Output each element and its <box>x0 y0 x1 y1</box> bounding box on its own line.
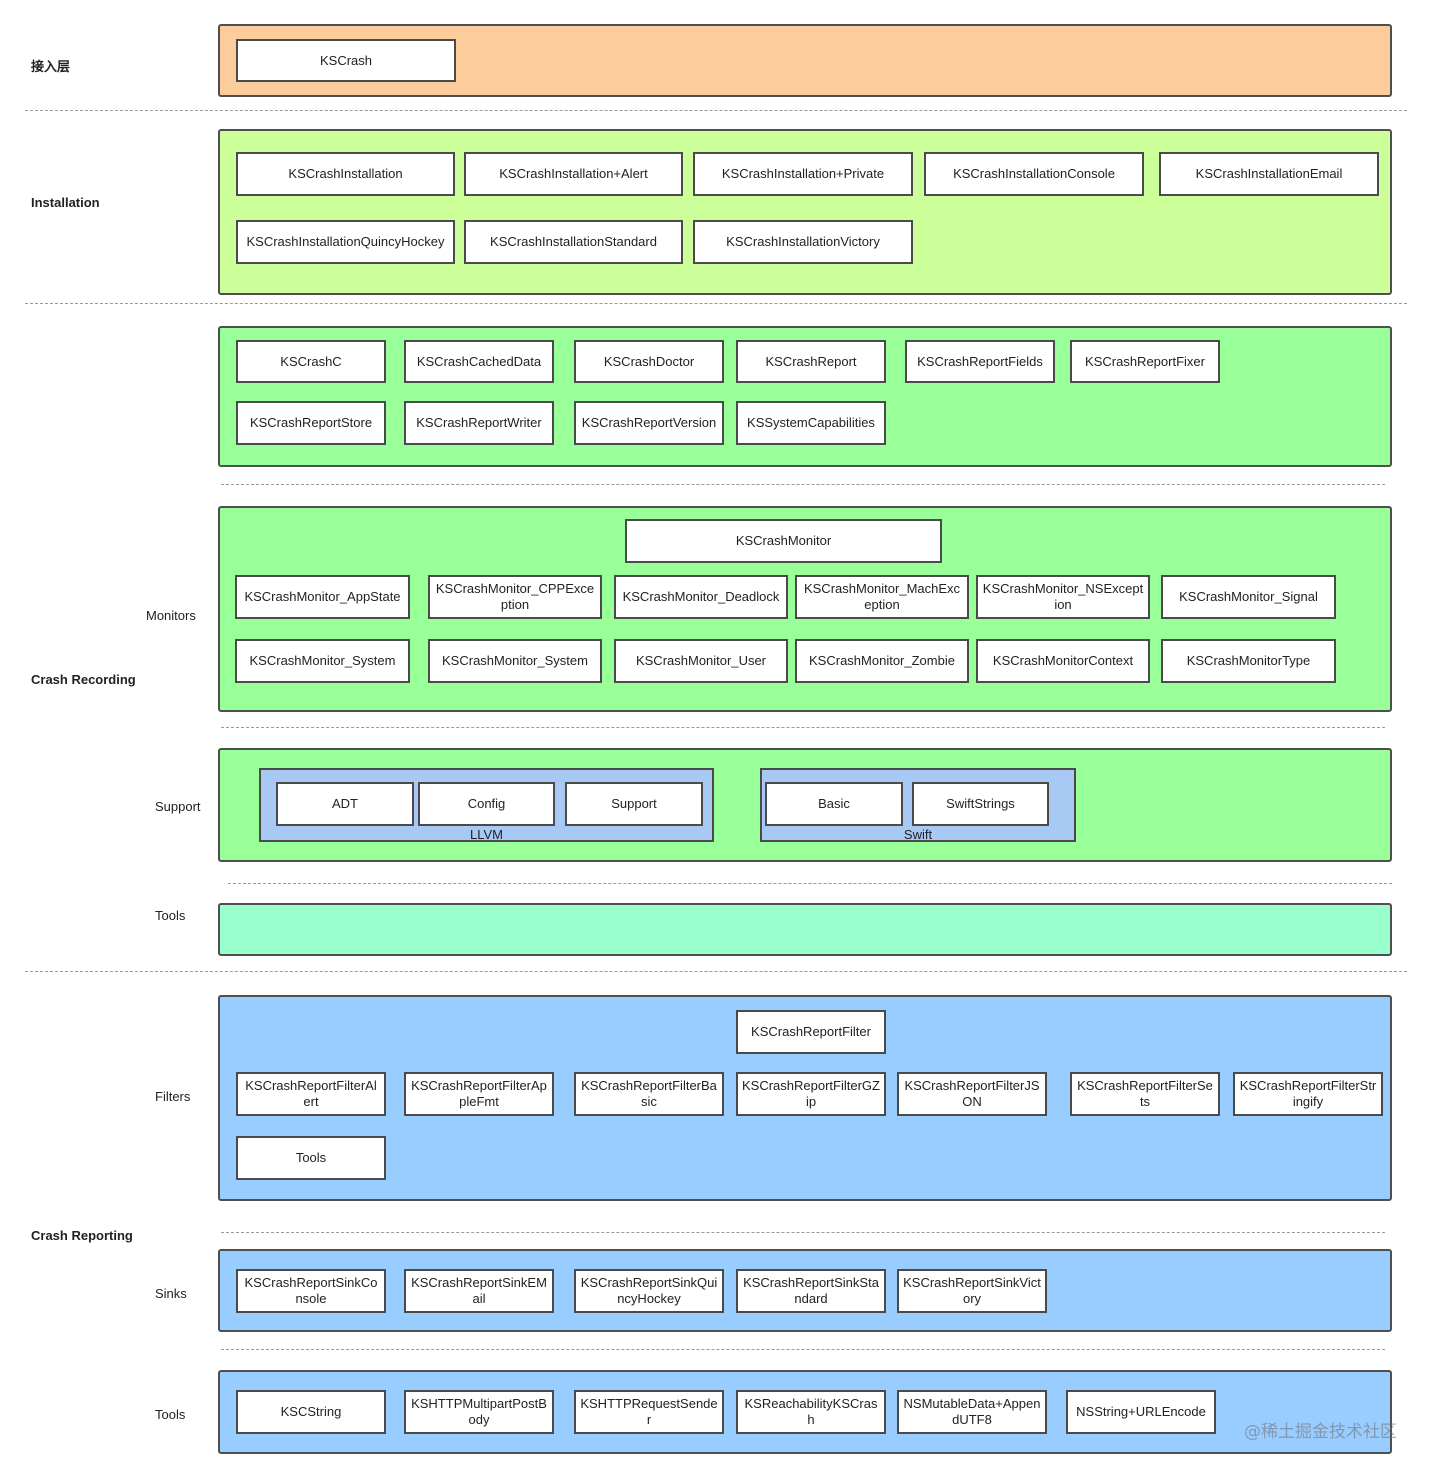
module-box: KSCrashReportVersion <box>574 401 724 445</box>
module-box: KSCrashInstallation+Private <box>693 152 913 196</box>
module-box: KSCrashInstallation+Alert <box>464 152 683 196</box>
module-box: KSCrashInstallation <box>236 152 455 196</box>
module-box: KSCrashReportFixer <box>1070 340 1220 383</box>
separator-line <box>221 727 1385 728</box>
module-box: NSString+URLEncode <box>1066 1390 1216 1434</box>
separator-line <box>25 303 1407 304</box>
module-box: KSHTTPRequestSender <box>574 1390 724 1434</box>
module-box: KSCrashMonitor_System <box>235 639 410 683</box>
separator-line <box>221 484 1385 485</box>
module-box: KSCrashMonitor_NSException <box>976 575 1150 619</box>
module-box: KSCrash <box>236 39 456 82</box>
layer-label-crash-recording: Crash Recording <box>31 672 136 687</box>
module-box: KSCrashReportFilterBasic <box>574 1072 724 1116</box>
module-box: KSCrashReportFilterSets <box>1070 1072 1220 1116</box>
module-box: KSReachabilityKSCrash <box>736 1390 886 1434</box>
module-box: KSHTTPMultipartPostBody <box>404 1390 554 1434</box>
module-box: NSMutableData+AppendUTF8 <box>897 1390 1047 1434</box>
module-box: KSSystemCapabilities <box>736 401 886 445</box>
module-box: KSCrashMonitor_Zombie <box>795 639 969 683</box>
module-box: KSCrashReportWriter <box>404 401 554 445</box>
module-box: KSCrashReportSinkStandard <box>736 1269 886 1313</box>
module-box: ADT <box>276 782 414 826</box>
sublayer-label-sinks: Sinks <box>155 1286 187 1301</box>
layer-label-access: 接入层 <box>31 59 71 74</box>
recording-tools-panel <box>218 903 1392 956</box>
module-box: SwiftStrings <box>912 782 1049 826</box>
llvm-group-title: LLVM <box>470 827 503 842</box>
module-box: KSCrashInstallationQuincyHockey <box>236 220 455 264</box>
module-box-main: KSCrashReportFilter <box>736 1010 886 1054</box>
sublayer-label-reporting-tools: Tools <box>155 1407 186 1422</box>
module-box: KSCrashReportFields <box>905 340 1055 383</box>
module-box: KSCrashMonitor_Signal <box>1161 575 1336 619</box>
module-box: KSCrashReportFilterAlert <box>236 1072 386 1116</box>
sublayer-label-monitors: Monitors <box>146 608 196 623</box>
layer-label-installation: Installation <box>31 195 100 210</box>
module-box: KSCrashMonitor_AppState <box>235 575 410 619</box>
sublayer-label-support: Support <box>155 799 201 814</box>
module-box: KSCrashInstallationVictory <box>693 220 913 264</box>
sublayer-label-filters: Filters <box>155 1089 191 1104</box>
module-box: KSCrashReportSinkQuincyHockey <box>574 1269 724 1313</box>
module-box: KSCrashMonitor_User <box>614 639 788 683</box>
module-box: KSCrashReportFilterGZip <box>736 1072 886 1116</box>
module-box: KSCrashReport <box>736 340 886 383</box>
module-box: KSCrashMonitor_System <box>428 639 602 683</box>
module-box: Config <box>418 782 555 826</box>
separator-line <box>228 883 1392 884</box>
module-box-main: KSCrashMonitor <box>625 519 942 563</box>
module-box: KSCrashMonitor_Deadlock <box>614 575 788 619</box>
module-box: KSCrashReportSinkEMail <box>404 1269 554 1313</box>
layer-label-crash-reporting: Crash Reporting <box>31 1228 133 1243</box>
module-box: KSCrashMonitorContext <box>976 639 1150 683</box>
module-box: KSCrashReportFilterStringify <box>1233 1072 1383 1116</box>
module-box: KSCrashC <box>236 340 386 383</box>
separator-line <box>25 971 1407 972</box>
module-box: KSCrashMonitorType <box>1161 639 1336 683</box>
module-box: KSCrashMonitor_CPPException <box>428 575 602 619</box>
module-box: KSCrashReportStore <box>236 401 386 445</box>
module-box: KSCrashReportFilterJSON <box>897 1072 1047 1116</box>
module-box: KSCrashMonitor_MachException <box>795 575 969 619</box>
module-box: KSCrashReportFilterAppleFmt <box>404 1072 554 1116</box>
module-box: KSCrashCachedData <box>404 340 554 383</box>
module-box: KSCrashReportSinkConsole <box>236 1269 386 1313</box>
separator-line <box>221 1232 1385 1233</box>
sublayer-label-recording-tools: Tools <box>155 908 186 923</box>
module-box: Support <box>565 782 703 826</box>
module-box: KSCrashInstallationEmail <box>1159 152 1379 196</box>
module-box: KSCString <box>236 1390 386 1434</box>
module-box: KSCrashInstallationConsole <box>924 152 1144 196</box>
module-box: Basic <box>765 782 903 826</box>
swift-group-title: Swift <box>903 827 933 842</box>
module-box: Tools <box>236 1136 386 1180</box>
module-box: KSCrashDoctor <box>574 340 724 383</box>
watermark: @稀土掘金技术社区 <box>1244 1422 1397 1442</box>
separator-line <box>221 1349 1385 1350</box>
module-box: KSCrashReportSinkVictory <box>897 1269 1047 1313</box>
module-box: KSCrashInstallationStandard <box>464 220 683 264</box>
separator-line <box>25 110 1407 111</box>
